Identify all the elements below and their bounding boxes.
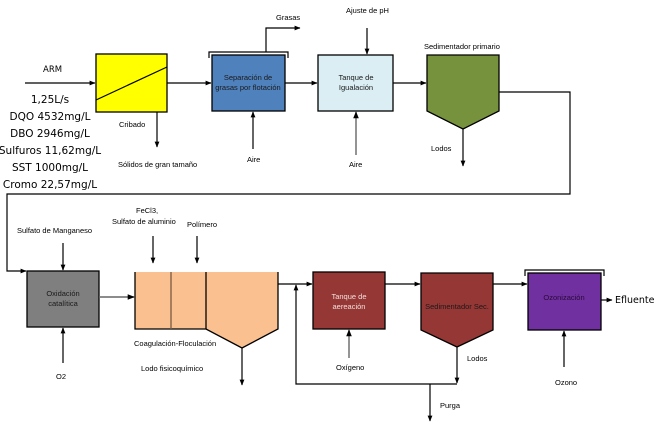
purga-label: Purga (440, 401, 461, 410)
influent-group: ARM 1,25L/s DQO 4532mg/L DBO 2946mg/L Su… (0, 65, 101, 191)
aeracion-label: aereación (333, 302, 366, 311)
lodo-fq-label: Lodo fisicoquímico (141, 364, 203, 373)
aire-label: Aire (349, 160, 362, 169)
polimero-label: Polímero (187, 220, 217, 229)
coag-input-label: FeCl3, (136, 206, 158, 215)
aeracion-unit: Tanque de aereación Oxígeno (312, 271, 386, 372)
sed-secundario-label: Sedimentador Sec. (425, 302, 489, 311)
oxidacion-unit: Oxidación catalítica Sulfato de Manganes… (17, 226, 100, 381)
oxidacion-box (26, 270, 100, 328)
igualacion-box (317, 54, 394, 112)
grasas-arrow (265, 25, 301, 52)
influent-param: DBO 2946mg/L (10, 128, 90, 140)
igualacion-label: Igualación (339, 83, 373, 92)
influent-param: 1,25L/s (31, 94, 69, 106)
coag-outline (134, 272, 279, 349)
aeracion-box (312, 271, 386, 330)
influent-param: DQO 4532mg/L (10, 111, 91, 123)
oxidacion-label: catalítica (48, 299, 78, 308)
o2-label: O2 (56, 372, 66, 381)
sed-secundario-shape (420, 272, 494, 348)
flotacion-box (211, 54, 286, 112)
igualacion-unit: Tanque de Igualación Ajuste de pH Aire (317, 6, 394, 169)
flotacion-unit: Separación de grasas por flotación Grasa… (208, 13, 301, 164)
oxigeno-label: Oxígeno (336, 363, 364, 372)
connector-line (6, 91, 571, 274)
igualacion-label: Tanque de (338, 73, 373, 82)
coagulacion-unit: FeCl3, Sulfato de aluminio Polímero Coag… (112, 206, 279, 386)
ozonizacion-label: Ozonización (543, 293, 584, 302)
lodos-label: Lodos (467, 354, 488, 363)
influent-param: SST 1000mg/L (12, 162, 88, 174)
manganeso-label: Sulfato de Manganeso (17, 226, 92, 235)
solids-label: Sólidos de gran tamaño (118, 160, 197, 169)
lodos-label: Lodos (431, 144, 452, 153)
influent-param: Sulfuros 11,62mg/L (0, 145, 101, 157)
oxidacion-label: Oxidación (46, 289, 79, 298)
coag-input-label: Sulfato de aluminio (112, 217, 176, 226)
aeracion-label: Tanque de (331, 292, 366, 301)
ph-label: Ajuste de pH (346, 6, 389, 15)
cribado-label: Cribado (119, 120, 145, 129)
sed-primario-shape (426, 54, 500, 130)
arm-label: ARM (43, 65, 62, 75)
sed-secundario-unit: Sedimentador Sec. Lodos Purga (293, 272, 494, 422)
ozonizacion-bracket (524, 269, 605, 276)
recycle-line (293, 284, 457, 385)
screen-line (95, 66, 168, 101)
efluente-label: Efluente (615, 295, 655, 306)
ozonizacion-box (527, 272, 602, 331)
flotacion-label: grasas por flotación (215, 83, 280, 92)
coag-label: Coagulación-Floculación (134, 339, 216, 348)
flotacion-label: Separación de (224, 73, 272, 82)
cribado-unit: Cribado Sólidos de gran tamaño (95, 53, 197, 169)
aire-label: Aire (247, 155, 260, 164)
sed-primario-unit: Sedimentador primario Lodos (424, 42, 500, 167)
ozono-label: Ozono (555, 378, 577, 387)
sed-primario-label: Sedimentador primario (424, 42, 500, 51)
grasas-label: Grasas (276, 13, 300, 22)
flotacion-bracket (208, 51, 289, 58)
influent-param: Cromo 22,57mg/L (3, 179, 97, 191)
ozonizacion-unit: Ozonización Efluente Ozono (524, 269, 655, 387)
